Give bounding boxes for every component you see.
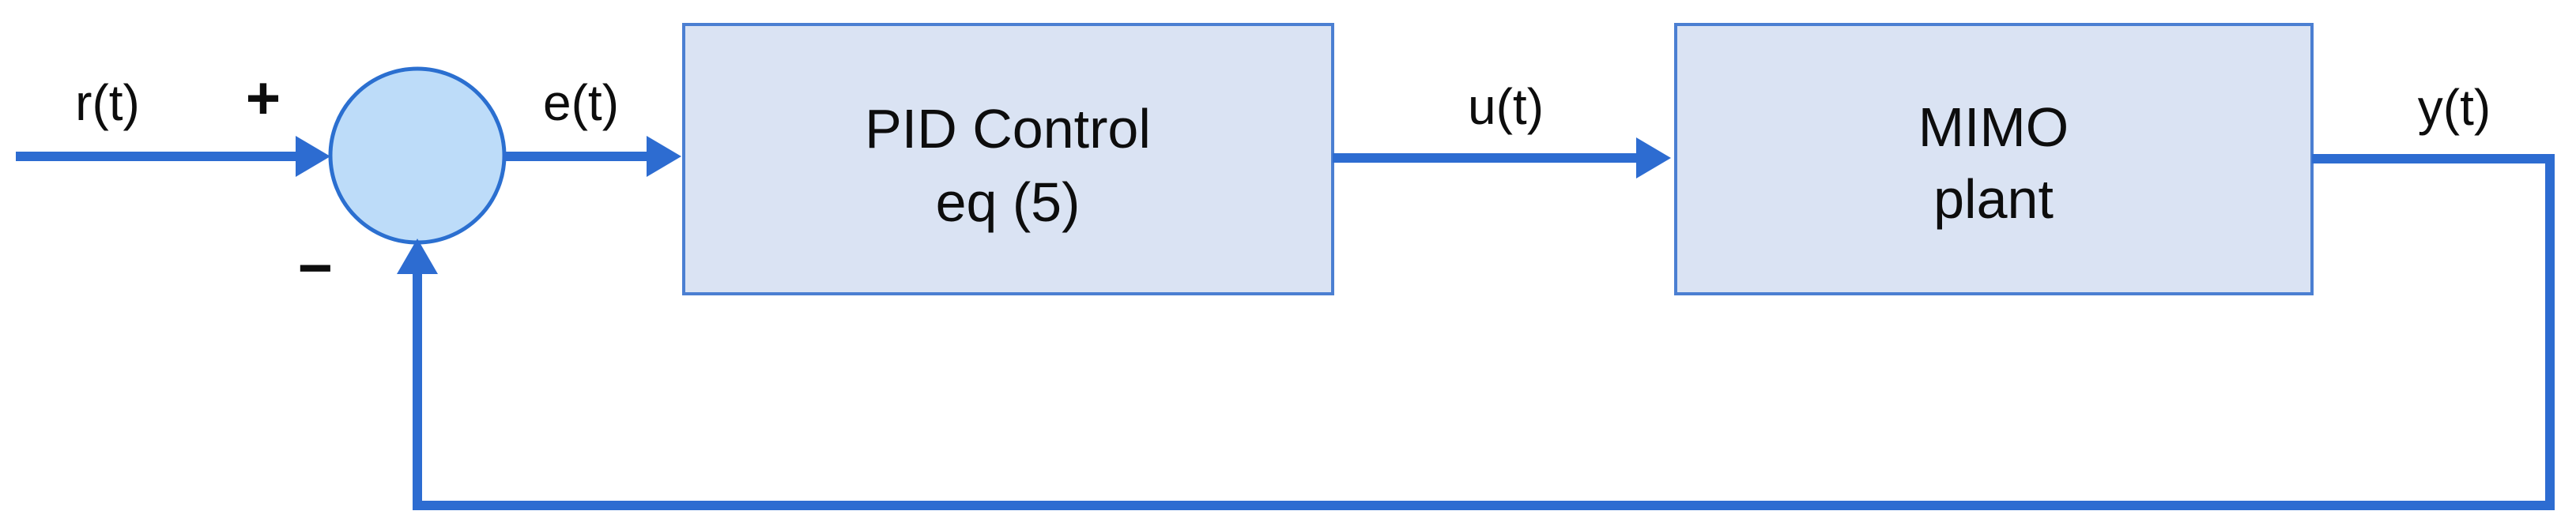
error-signal-label: e(t): [543, 74, 619, 131]
reference-signal-label: r(t): [75, 74, 140, 131]
error-arrowhead-icon: [647, 136, 681, 177]
plant-label-line1: MIMO: [1918, 96, 2069, 158]
controller-label-line2: eq (5): [936, 171, 1081, 233]
plant-label-line2: plant: [1933, 168, 2054, 230]
feedback-loop-line: [413, 154, 2555, 510]
control-signal: u(t): [1333, 78, 1671, 178]
plant-block: MIMO plant: [1674, 23, 2314, 295]
feedback-arrowhead-icon: [397, 239, 438, 274]
error-signal: e(t): [503, 74, 681, 177]
plant-box: [1674, 23, 2314, 295]
minus-sign-label: −: [298, 235, 333, 302]
output-signal-label: y(t): [2418, 79, 2491, 136]
controller-label-line1: PID Control: [865, 98, 1151, 160]
output-feedback-signal: y(t): [397, 79, 2555, 510]
summing-junction: [328, 66, 507, 245]
reference-arrowhead-icon: [296, 136, 330, 177]
plus-sign-label: +: [246, 65, 281, 132]
controller-block: PID Control eq (5): [682, 23, 1334, 295]
control-arrowhead-icon: [1636, 137, 1671, 178]
control-signal-label: u(t): [1468, 78, 1544, 135]
controller-box: [682, 23, 1334, 295]
reference-signal: r(t) +: [16, 65, 330, 177]
